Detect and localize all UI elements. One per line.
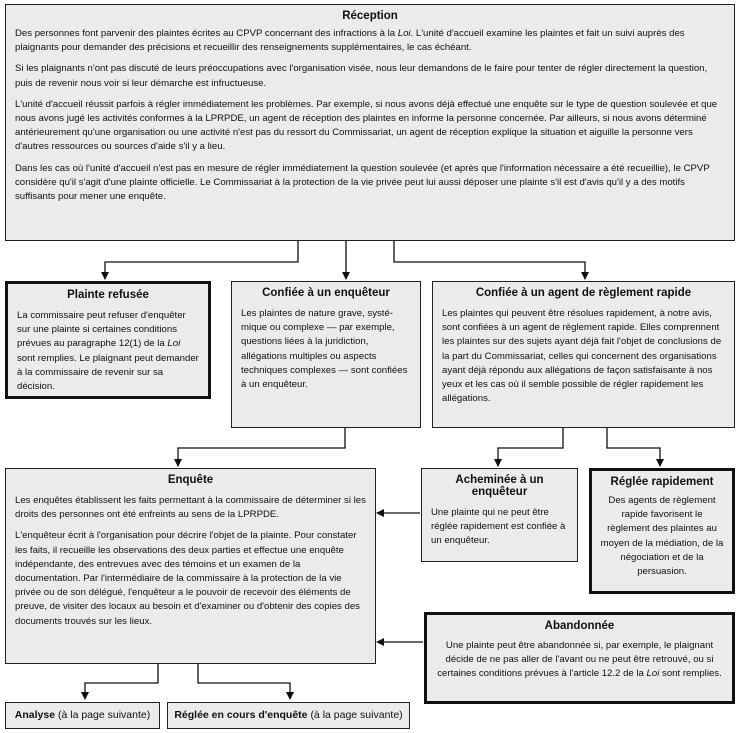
acheminee-text: Une plainte qui ne peut être réglée rapi… [431, 507, 566, 547]
confiee-agent-text: Les plaintes qui peuvent être résolues r… [442, 308, 722, 405]
confiee-enqueteur-box: Confiée à un enquêteur Les plaintes de n… [231, 281, 421, 428]
enquete-title: Enquête [167, 474, 214, 486]
acheminee-title: Acheminée à un enquêteur [455, 474, 544, 498]
reception-box: Réception Des personnes font parvenir de… [5, 4, 735, 241]
plainte-refusee-text: La commissaire peut refuser d'enquêter s… [17, 310, 199, 393]
confiee-enqueteur-title: Confiée à un enquêteur [262, 287, 390, 299]
reception-paragraph-3: L'unité d'accueil réussit parfois à régl… [15, 98, 718, 153]
reglee-en-cours-title: Réglée en cours d'enquête [174, 709, 308, 721]
confiee-enqueteur-text: Les plaintes de nature grave, systé-miqu… [241, 308, 408, 391]
abandonnee-text: Une plainte peut être abandonnée si, par… [437, 640, 722, 680]
confiee-agent-title: Confiée à un agent de règlement rapide [475, 287, 692, 299]
enquete-text: Les enquêtes établissent les faits perme… [15, 494, 366, 629]
reglee-rapidement-title: Réglée rapidement [610, 476, 714, 488]
reception-paragraph-4: Dans les cas où l'unité d'accueil n'est … [15, 162, 710, 203]
analyse-title: Analyse [14, 709, 56, 721]
plainte-refusee-title: Plainte refusée [67, 289, 149, 301]
confiee-agent-box: Confiée à un agent de règlement rapide L… [432, 281, 735, 428]
enquete-box: Enquête Les enquêtes établissent les fai… [5, 468, 376, 664]
reglee-en-cours-note: (à la page suivante) [310, 709, 403, 721]
enquete-paragraph-2: L'enquêteur écrit à l'organisation pour … [15, 530, 360, 627]
analyse-note: (à la page suivante) [57, 709, 151, 721]
analyse-box: Analyse (à la page suivante) [5, 702, 160, 729]
acheminee-box: Acheminée à un enquêteur Une plainte qui… [421, 468, 578, 562]
abandonnee-box: Abandonnée Une plainte peut être abandon… [424, 612, 735, 704]
plainte-refusee-box: Plainte refusée La commissaire peut refu… [5, 281, 211, 399]
reception-paragraph-2: Si les plaignants n'ont pas discuté de l… [15, 63, 708, 89]
reception-text: Des personnes font parvenir des plaintes… [15, 27, 725, 204]
enquete-paragraph-1: Les enquêtes établissent les faits perme… [15, 495, 366, 521]
reglee-rapidement-box: Réglée rapidement Des agents de règlemen… [589, 468, 735, 594]
reception-paragraph-1: Des personnes font parvenir des plaintes… [15, 28, 685, 54]
reglee-rapidement-text: Des agents de règlement rapide favorisen… [600, 495, 724, 578]
reglee-en-cours-box: Réglée en cours d'enquête (à la page sui… [167, 702, 410, 729]
abandonnee-title: Abandonnée [544, 620, 615, 632]
reception-title: Réception [342, 10, 398, 22]
